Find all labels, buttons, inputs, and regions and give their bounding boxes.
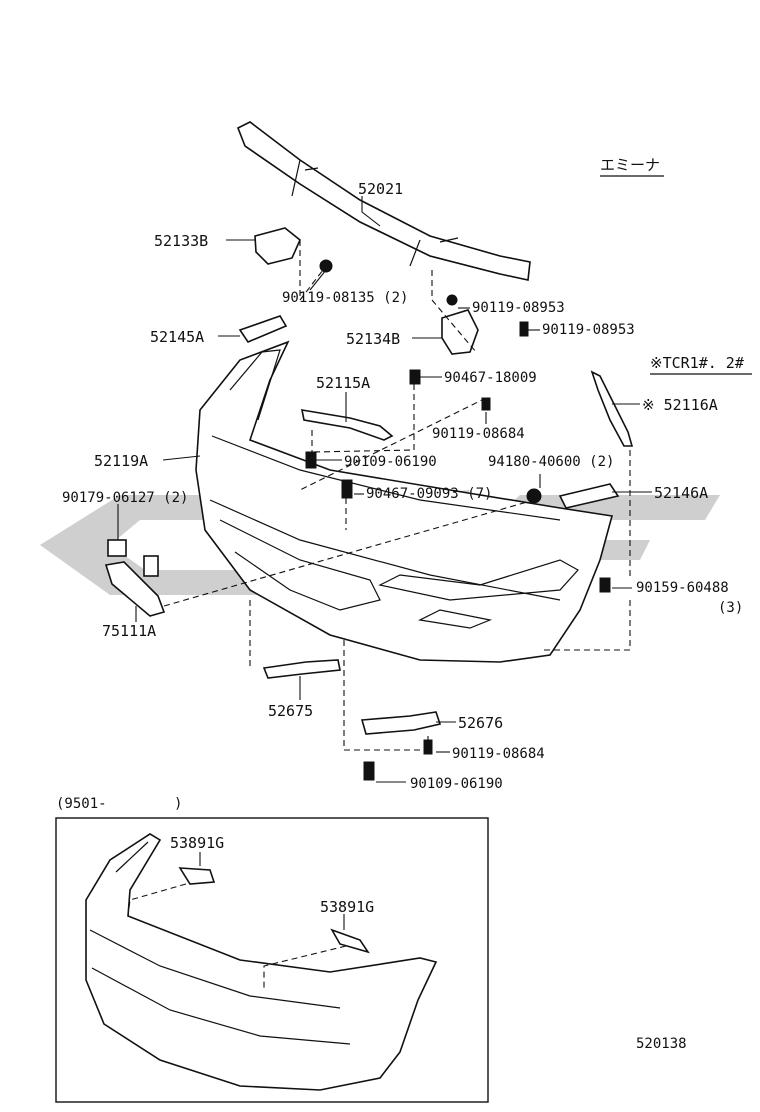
label-52145a: 52145A (150, 328, 204, 346)
label-90119-08135: 90119-08135 (2) (282, 290, 408, 306)
inset-frame (55, 817, 489, 1103)
clip-small (143, 555, 159, 577)
leader-lines (117, 196, 652, 783)
stay-52116a (590, 370, 634, 447)
retainer-75111a (104, 561, 166, 617)
label-52133b: 52133B (154, 232, 208, 250)
label-52146a: 52146A (654, 484, 708, 502)
bracket-52133b (254, 227, 301, 265)
inset-label-53891g-a: 53891G (170, 834, 224, 852)
label-90467-09093: 90467-09093 (7) (366, 486, 492, 502)
label-75111a: 75111A (102, 622, 156, 640)
label-90119-08953-b: 90119-08953 (542, 322, 635, 338)
bumper-cover (195, 340, 614, 663)
inset-clip-b (330, 928, 370, 954)
inset-label-53891g-b: 53891G (320, 898, 374, 916)
label-90109-06190-a: 90109-06190 (344, 454, 437, 470)
label-90119-08684-b: 90119-08684 (452, 746, 545, 762)
bracket-52675 (262, 659, 341, 679)
label-52676: 52676 (458, 714, 503, 732)
bracket-52676 (360, 711, 442, 735)
label-52021: 52021 (358, 180, 403, 198)
fasteners (305, 259, 611, 781)
clip-90179 (107, 539, 127, 557)
bracket-52146a (558, 483, 620, 509)
bracket-52115a (300, 409, 394, 441)
label-90119-08953-a: 90119-08953 (472, 300, 565, 316)
variant-label: エミーナ (600, 156, 660, 174)
label-52134b: 52134B (346, 330, 400, 348)
label-90467-18009: 90467-18009 (444, 370, 537, 386)
label-52116a: ※ 52116A (642, 396, 718, 414)
label-90179-06127: 90179-06127 (2) (62, 490, 188, 506)
inset-bumper (85, 833, 438, 1091)
diagram-id: 520138 (636, 1036, 687, 1052)
label-52119a: 52119A (94, 452, 148, 470)
label-52115a: 52115A (316, 374, 370, 392)
alignment-lines (163, 240, 631, 751)
tcr-label: ※TCR1#. 2# (650, 354, 744, 372)
bumper-reinforcement (236, 121, 531, 281)
inset-date-range: (9501- ) (56, 796, 182, 812)
label-90159-qty: (3) (718, 600, 743, 616)
label-90159-60488: 90159-60488 (636, 580, 729, 596)
label-52675: 52675 (268, 702, 313, 720)
label-90109-06190-b: 90109-06190 (410, 776, 503, 792)
label-90119-08684-a: 90119-08684 (432, 426, 525, 442)
label-94180-40600: 94180-40600 (2) (488, 454, 614, 470)
bracket-52145a (238, 315, 288, 343)
inset-clip-a (178, 867, 216, 885)
